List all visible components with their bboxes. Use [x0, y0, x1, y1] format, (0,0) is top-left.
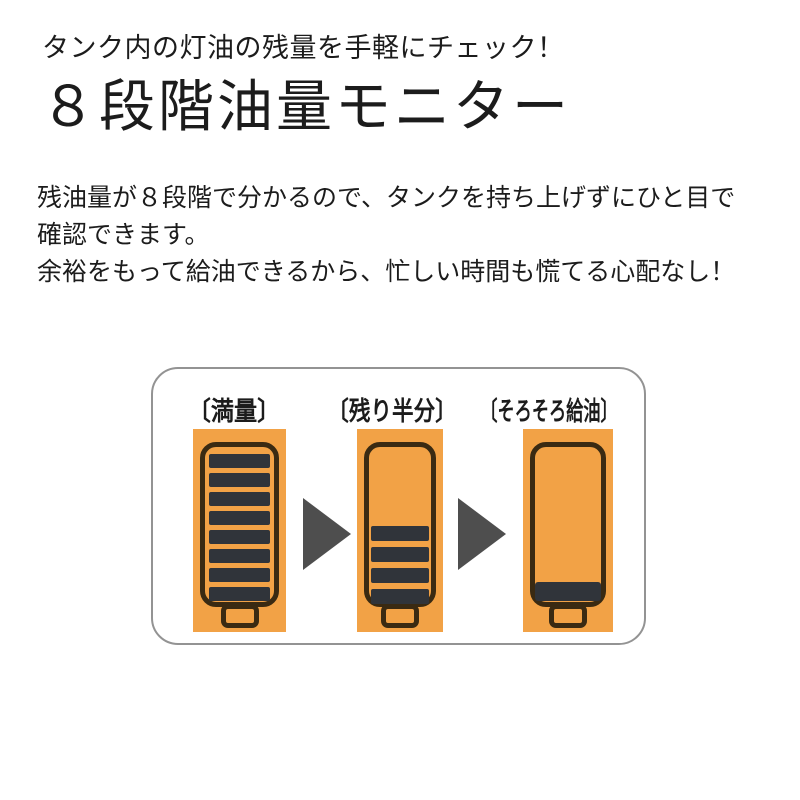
description-block: 残油量が８段階で分かるので、タンクを持ち上げずにひと目で 確認できます。 余裕を… — [37, 180, 735, 291]
level-bar — [209, 587, 270, 601]
tank-gauge-full-icon — [193, 429, 286, 632]
tank-bottom-tab — [220, 604, 259, 628]
level-bar — [209, 549, 270, 563]
tank-bottom-tab — [549, 604, 587, 628]
level-bar — [209, 568, 270, 582]
level-bar — [209, 492, 270, 506]
level-bar — [371, 526, 429, 541]
level-bar — [209, 473, 270, 487]
level-bar — [209, 530, 270, 544]
level-bars — [371, 526, 429, 604]
right-arrow-icon — [458, 498, 506, 570]
level-bars — [535, 582, 601, 601]
level-bar — [535, 582, 601, 601]
stage-label-half: 〔残り半分〕 — [327, 396, 457, 426]
stage-label-refuel: 〔そろそろ給油〕 — [480, 396, 618, 426]
right-arrow-icon — [303, 498, 351, 570]
level-bar — [209, 454, 270, 468]
level-bars — [209, 454, 270, 601]
level-bar — [371, 589, 429, 604]
description-line: 余裕をもって給油できるから、忙しい時間も慌てる心配なし！ — [37, 258, 736, 286]
stage-label-full: 〔満量〕 — [187, 396, 281, 426]
description-line: 確認できます。 — [37, 221, 210, 249]
level-bar — [209, 511, 270, 525]
page-title: ８段階油量モニター — [40, 75, 571, 138]
oil-level-diagram: 〔満量〕 〔残り半分〕 〔そろそろ給油〕 — [151, 367, 646, 645]
tank-bottom-tab — [381, 604, 419, 628]
tank-gauge-half-icon — [357, 429, 443, 632]
catchphrase-text: タンク内の灯油の残量を手軽にチェック！ — [42, 33, 565, 63]
tank-gauge-low-icon — [523, 429, 613, 632]
description-line: 残油量が８段階で分かるので、タンクを持ち上げずにひと目で — [37, 184, 736, 212]
level-bar — [371, 568, 429, 583]
level-bar — [371, 547, 429, 562]
